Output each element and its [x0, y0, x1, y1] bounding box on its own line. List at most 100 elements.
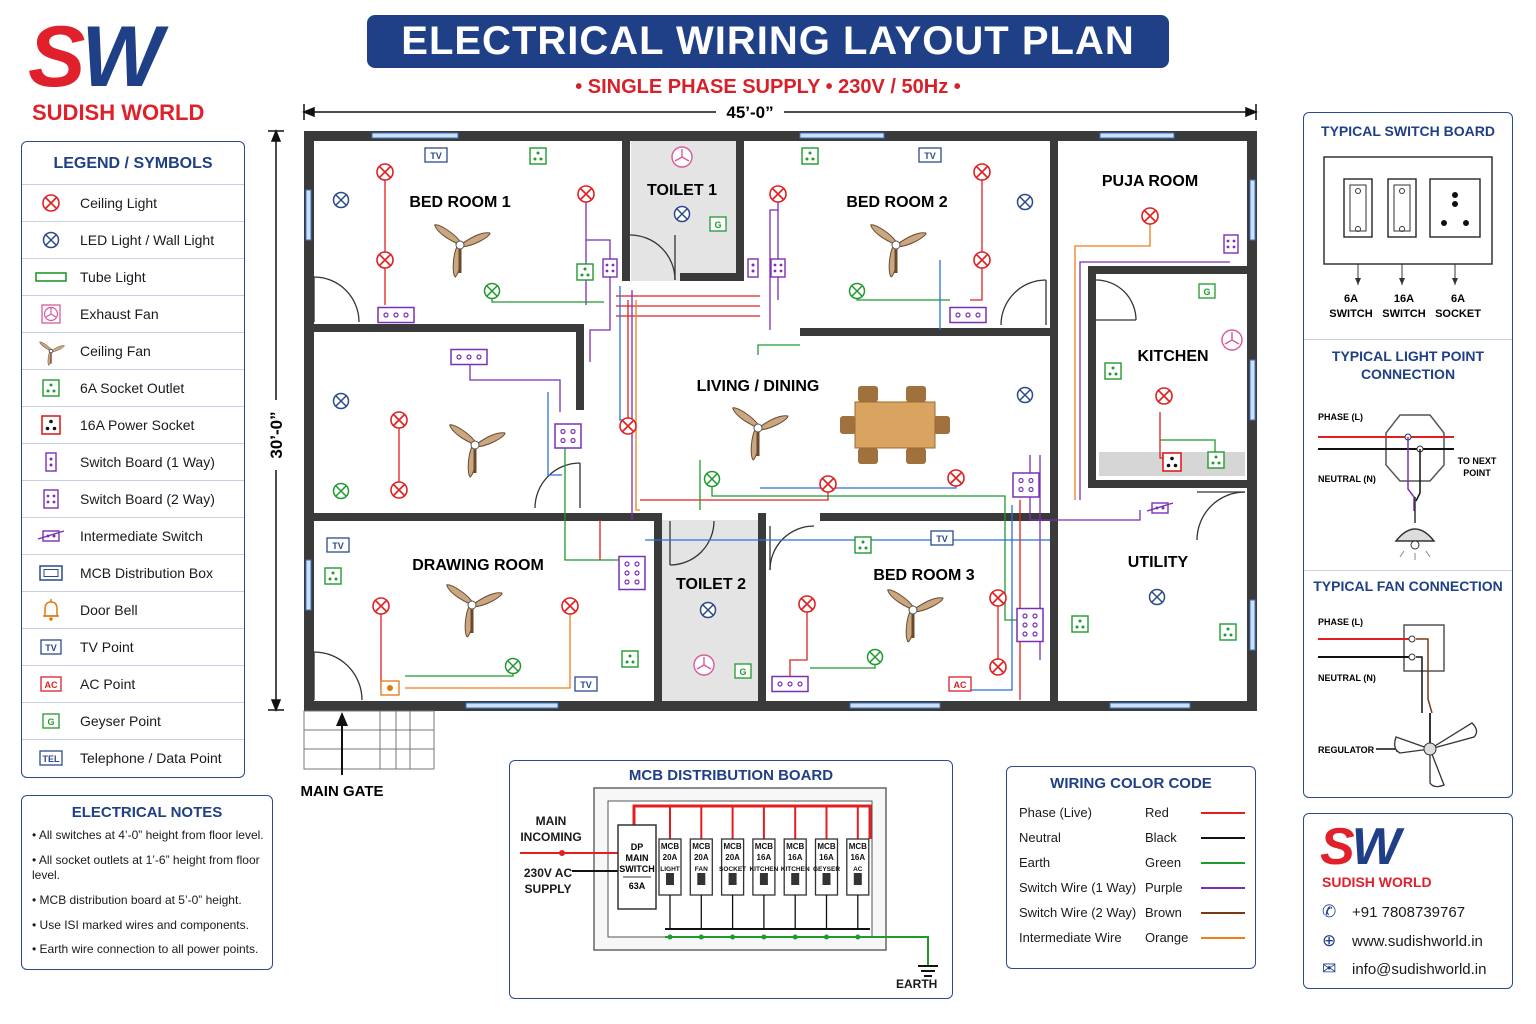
- windows: [305, 132, 1256, 709]
- switch-board-icon: [377, 306, 415, 324]
- switch-board-icon: [450, 348, 488, 366]
- walls: [304, 131, 1257, 711]
- svg-text:G: G: [47, 717, 54, 727]
- wire-color-name: Black: [1145, 830, 1177, 845]
- switch-board-icon: [1012, 472, 1040, 498]
- led-light-icon: [332, 191, 350, 209]
- svg-text:AC: AC: [954, 680, 967, 690]
- wire-color-name: Purple: [1145, 880, 1183, 895]
- led-light-icon: [699, 601, 717, 619]
- wiring-code-title: WIRING COLOR CODE: [1050, 775, 1212, 792]
- socket-6a-icon: [529, 147, 547, 165]
- svg-text:G: G: [714, 220, 721, 230]
- legend-item-label: Door Bell: [80, 602, 138, 618]
- legend-item: Intermediate Switch: [22, 517, 244, 554]
- room-label-toilet-2: TOILET 2: [676, 576, 746, 593]
- switch-1way-icon: [45, 452, 57, 472]
- switch-board-icon: [1016, 607, 1044, 643]
- height-dimension-label: 30’-0”: [267, 411, 286, 458]
- wall-light-icon: [703, 470, 721, 488]
- wire-name: Switch Wire (1 Way): [1019, 880, 1137, 895]
- wire-color-swatch: [1201, 836, 1245, 839]
- wire-color-name: Orange: [1145, 930, 1189, 945]
- ceiling-fan-icon: [732, 407, 789, 461]
- contact-email[interactable]: ✉info@sudishworld.in: [1322, 959, 1487, 978]
- socket-6a-icon: [1219, 623, 1237, 641]
- ceiling-light-icon: [1141, 207, 1159, 225]
- svg-text:GEYSER: GEYSER: [813, 866, 840, 873]
- switch-board-title: TYPICAL SWITCH BOARD: [1321, 123, 1495, 139]
- svg-text:16A: 16A: [788, 853, 803, 862]
- svg-text:MCB: MCB: [817, 842, 835, 851]
- ceiling-light-icon: [989, 589, 1007, 607]
- main-incoming-label: MAIN INCOMING: [520, 814, 582, 844]
- supply-label: 230V AC SUPPLY: [523, 866, 573, 896]
- legend-item-label: Switch Board (2 Way): [80, 491, 215, 507]
- ceiling-light-icon: [769, 185, 787, 203]
- switch-board-icon: [949, 306, 987, 324]
- ceiling-fan-icon: [870, 224, 927, 278]
- ceiling-fan-icon: [446, 584, 503, 638]
- mcb-board-panel: MCB DISTRIBUTION BOARD MAIN INCOMING 230…: [509, 760, 953, 999]
- contact-logo-mark: SW: [1320, 818, 1401, 876]
- legend-item-label: 16A Power Socket: [80, 417, 195, 433]
- room-label-living-dining: LIVING / DINING: [697, 378, 820, 395]
- legend-item: Tube Light: [22, 258, 244, 295]
- legend-item-label: Exhaust Fan: [80, 306, 159, 322]
- ceiling-light-icon: [376, 251, 394, 269]
- typical-connections-panel: TYPICAL SWITCH BOARD 6A SWITCH 16A SWITC…: [1303, 112, 1513, 798]
- exhaust-fan-icon: [693, 654, 715, 676]
- led-light-icon: [1016, 386, 1034, 404]
- legend-item: Switch Board (2 Way): [22, 480, 244, 517]
- note-item: • MCB distribution board at 5’-0” height…: [32, 893, 242, 907]
- contact-phone[interactable]: ✆+91 7808739767: [1322, 902, 1466, 921]
- geyser-point-icon: G: [1198, 283, 1216, 299]
- wire-color-swatch: [1201, 811, 1245, 814]
- room-label-toilet-1: TOILET 1: [647, 182, 717, 199]
- geyser-point-icon: G: [42, 713, 60, 729]
- svg-text:16A: 16A: [850, 853, 865, 862]
- main-switch-label: MAIN: [626, 853, 649, 863]
- room-label-bed-room-2: BED ROOM 2: [846, 194, 947, 211]
- wire-name: Phase (Live): [1019, 805, 1092, 820]
- svg-text:MCB: MCB: [661, 842, 679, 851]
- ceiling-light-icon: [819, 475, 837, 493]
- ceiling-light-icon: [973, 251, 991, 269]
- wire-color-swatch: [1201, 886, 1245, 889]
- legend-item: 16A Power Socket: [22, 406, 244, 443]
- wire-color-swatch: [1201, 911, 1245, 914]
- ceiling-fan-icon: [449, 424, 506, 478]
- ceiling-light-icon: [973, 163, 991, 181]
- mcb-main-switch: [617, 824, 657, 910]
- exhaust-fan-icon: [671, 146, 693, 168]
- room-label-bed-room-3: BED ROOM 3: [873, 567, 974, 584]
- ceiling-light-icon: [390, 481, 408, 499]
- legend-item-label: Ceiling Light: [80, 195, 158, 211]
- contact-website[interactable]: ⊕www.sudishworld.in: [1322, 931, 1483, 950]
- led-light-icon: [673, 205, 691, 223]
- note-item: • All socket outlets at 1’-6” height fro…: [32, 853, 260, 882]
- entrance-steps: [303, 710, 435, 770]
- svg-text:MCB: MCB: [723, 842, 741, 851]
- wall-light-icon: [504, 657, 522, 675]
- tv-point-icon: TV: [424, 147, 448, 163]
- note-item: • All switches at 4’-0” height from floo…: [32, 828, 264, 842]
- socket-6a-icon: [576, 263, 594, 281]
- mcb-board-title: MCB DISTRIBUTION BOARD: [628, 767, 834, 784]
- wall-light-icon: [483, 282, 501, 300]
- socket-6a-icon: [854, 536, 872, 554]
- page-title-banner: ELECTRICAL WIRING LAYOUT PLAN: [367, 15, 1169, 68]
- wire-color-name: Brown: [1145, 905, 1182, 920]
- svg-text:POINT: POINT: [1463, 468, 1491, 478]
- svg-text:20A: 20A: [663, 853, 678, 862]
- socket-6a-icon: [42, 379, 60, 397]
- svg-text:AC: AC: [45, 680, 58, 690]
- legend-item: 6A Socket Outlet: [22, 369, 244, 406]
- svg-text:KITCHEN: KITCHEN: [781, 866, 810, 873]
- wire-color-swatch: [1201, 861, 1245, 864]
